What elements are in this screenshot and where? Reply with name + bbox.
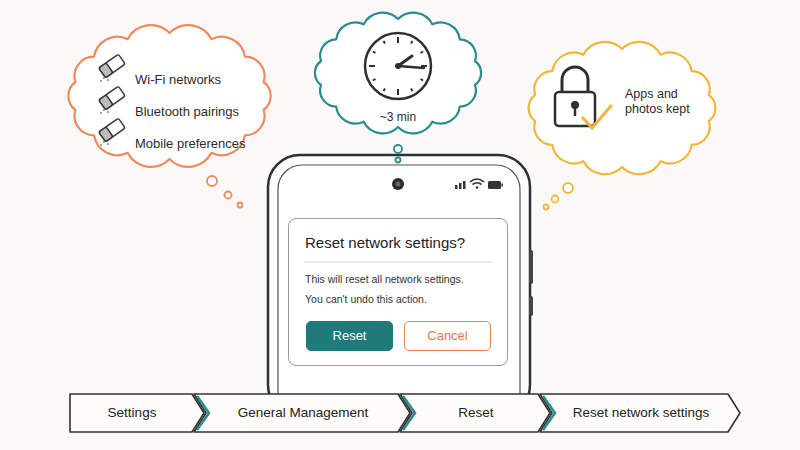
thought-dots: [207, 145, 573, 210]
clock-icon: [365, 33, 431, 99]
node-text: Mobile preferences: [135, 136, 246, 152]
breadcrumb-step: Settings: [70, 394, 204, 432]
node-text: This will reset all network settings.: [305, 273, 464, 286]
dialog-box: Reset network settings? This will reset a…: [288, 218, 508, 366]
dialog-separator: [304, 262, 492, 263]
node-text: You can't undo this action.: [305, 293, 427, 306]
eraser-icon: [99, 54, 126, 142]
node-text: General Management: [238, 405, 369, 421]
primary-button: Reset: [306, 321, 393, 351]
thought-cloud: Apps and photos kept: [522, 38, 722, 178]
thought-cloud: ~3 min: [308, 8, 488, 138]
node-text: Reset: [333, 328, 367, 344]
node-text: Reset: [458, 405, 493, 421]
node-text: Apps and photos kept: [625, 87, 705, 117]
lock-icon: [555, 67, 611, 128]
breadcrumb-step: Reset network settings: [540, 394, 740, 432]
node-text: Wi-Fi networks: [135, 72, 221, 88]
secondary-button: Cancel: [404, 321, 491, 351]
thought-cloud: Wi-Fi networksBluetooth pairingsMobile p…: [62, 22, 277, 170]
cloud-outline: [522, 38, 722, 178]
breadcrumb-step: Reset: [400, 394, 550, 432]
node-text: Cancel: [427, 328, 467, 344]
node-text: Bluetooth pairings: [135, 104, 239, 120]
node-text: Settings: [108, 405, 157, 421]
eraser-crumbs: [100, 77, 109, 146]
node-text: Reset network settings?: [305, 234, 465, 252]
node-text: Reset network settings: [573, 405, 710, 421]
breadcrumb-step: General Management: [194, 394, 410, 432]
node-text: ~3 min: [308, 110, 488, 124]
